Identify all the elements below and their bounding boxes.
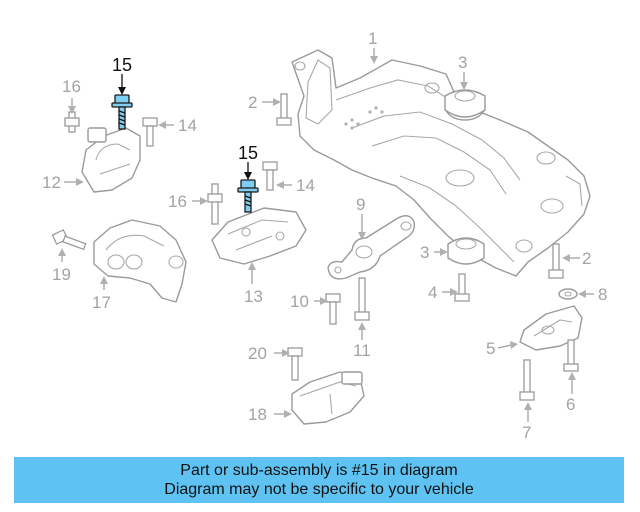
banner-line-1: Part or sub-assembly is #15 in diagram (180, 462, 458, 479)
bolt-2-upper (276, 93, 292, 126)
info-banner: Part or sub-assembly is #15 in diagram D… (14, 457, 624, 503)
engine-mount (81, 127, 141, 193)
bolt-2-lower (548, 243, 564, 279)
bolt-6 (563, 339, 579, 372)
bracket-plate (211, 207, 307, 265)
callout-15-left: 15 (112, 55, 132, 75)
callout-2-lower: 2 (582, 249, 591, 268)
transmission-mount (93, 219, 187, 303)
callout-20: 20 (248, 344, 267, 363)
bolt-15-right[interactable] (237, 179, 259, 213)
callout-14-right: 14 (296, 176, 315, 195)
callout-16-left: 16 (62, 77, 81, 96)
bushing-lower (447, 237, 485, 265)
callout-15-right: 15 (238, 143, 258, 163)
callout-16-right: 16 (168, 192, 187, 211)
torque-rod (327, 215, 416, 280)
bolt-20 (287, 347, 303, 381)
bolt-14-right (262, 161, 278, 191)
callout-14-left: 14 (178, 116, 197, 135)
callout-12: 12 (42, 173, 61, 192)
washer (558, 288, 578, 300)
arrow-15-right (244, 172, 252, 180)
callout-4: 4 (428, 283, 437, 302)
bolt-7 (519, 359, 535, 401)
banner-line-2: Diagram may not be specific to your vehi… (164, 481, 474, 498)
bolt-10 (325, 293, 341, 325)
callout-3-lower: 3 (420, 243, 429, 262)
callout-2-upper: 2 (248, 93, 257, 112)
parts-diagram: 1 2 2 3 3 4 5 6 7 8 9 10 11 12 13 14 14 … (42, 29, 607, 442)
callout-7: 7 (522, 423, 531, 442)
callout-18: 18 (248, 405, 267, 424)
callout-3-upper: 3 (458, 53, 467, 72)
bolt-19 (51, 229, 87, 251)
arrow-15-left (118, 87, 126, 95)
callout-8: 8 (598, 285, 607, 304)
bolt-16-right (207, 183, 223, 225)
callout-19: 19 (52, 265, 71, 284)
callout-1: 1 (368, 29, 377, 48)
subframe-crossmember (291, 49, 591, 277)
callout-11: 11 (353, 341, 371, 360)
callout-6: 6 (566, 395, 575, 414)
bolt-4 (454, 273, 470, 302)
block-mount (291, 371, 365, 425)
bushing-upper (444, 89, 486, 121)
callout-5: 5 (486, 339, 495, 358)
arrowheads (58, 56, 586, 418)
bolt-14-left (142, 117, 158, 147)
bolt-16-left (64, 111, 80, 133)
callout-9: 9 (356, 195, 365, 214)
bolt-15-left[interactable] (111, 94, 133, 130)
callout-17: 17 (92, 293, 111, 312)
callout-10: 10 (290, 292, 309, 311)
callout-13: 13 (244, 287, 263, 306)
bolt-11 (354, 277, 370, 321)
mount-bracket (519, 305, 583, 351)
